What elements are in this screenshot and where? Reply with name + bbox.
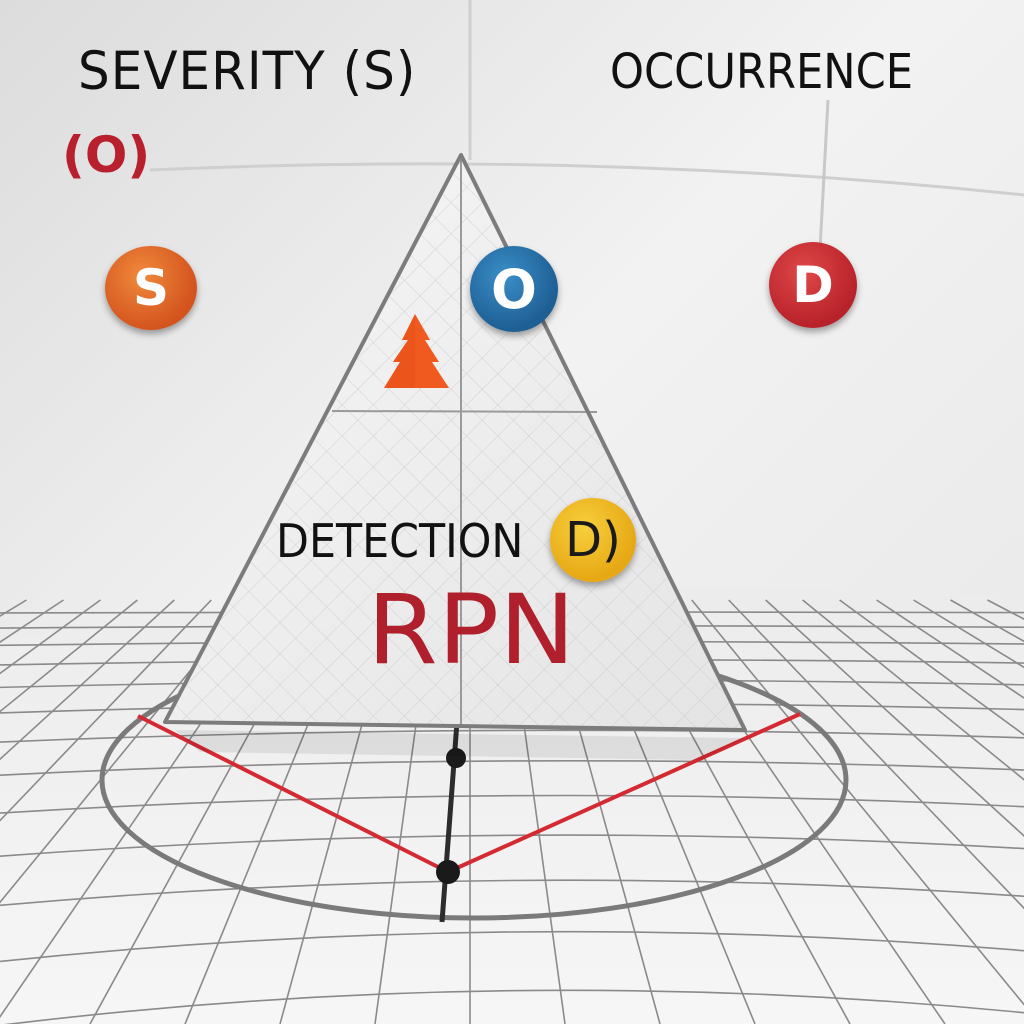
- severity-label: SEVERITY (S): [78, 41, 416, 102]
- occurrence-abbrev-label: (O): [62, 126, 150, 184]
- severity-badge-letter: S: [133, 259, 169, 317]
- occurrence-label: OCCURRENCE: [610, 44, 913, 100]
- detection-badge-red-letter: D: [792, 256, 834, 314]
- detection-badge-yellow-letter: D): [565, 512, 621, 568]
- severity-badge: S: [105, 246, 197, 330]
- axis-point-lower: [436, 860, 460, 884]
- detection-label: DETECTION: [276, 514, 523, 568]
- occurrence-badge: O: [470, 246, 558, 332]
- detection-badge-red: D: [769, 242, 857, 328]
- detection-badge-yellow: D): [550, 498, 636, 582]
- rpn-label: RPN: [367, 574, 575, 686]
- occurrence-badge-letter: O: [491, 258, 537, 321]
- pyramid-divider-h: [332, 411, 597, 412]
